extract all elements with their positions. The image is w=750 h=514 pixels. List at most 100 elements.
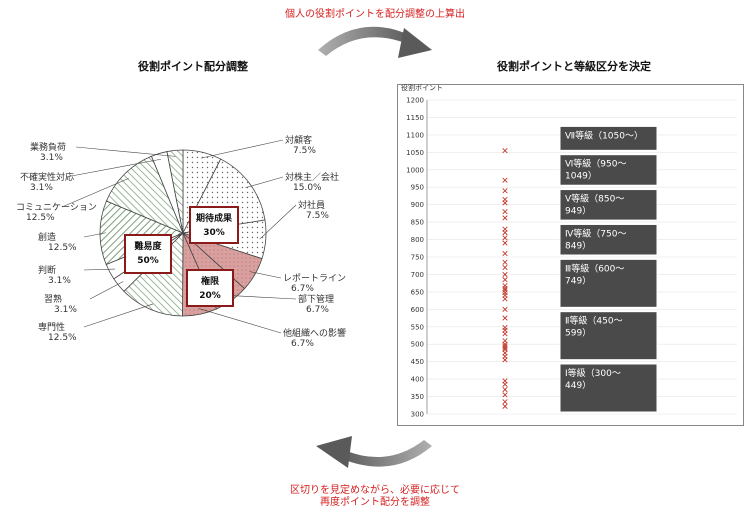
- scatter-point: [502, 200, 508, 206]
- pie-slice-label: 対株主／会社: [285, 171, 339, 183]
- bottom-caption: 区切りを見定めながら、必要に応じて 再度ポイント配分を調整: [0, 485, 750, 509]
- pie-slice-label: 専門性: [38, 321, 65, 333]
- pie-leader-line: [83, 232, 107, 238]
- y-tick-label: 450: [411, 358, 424, 366]
- pie-leader-line: [200, 139, 284, 159]
- pie-slice-label: 他組織への影響: [283, 327, 346, 339]
- y-tick-label: 500: [411, 341, 424, 349]
- scatter-point: [502, 271, 508, 278]
- y-tick-label: 800: [411, 236, 424, 244]
- y-tick-label: 550: [411, 323, 424, 331]
- grade-label-line1: Ⅳ等級（750〜: [565, 227, 626, 239]
- scatter-point: [502, 259, 508, 265]
- scatter-ylabel: 役割ポイント: [401, 84, 443, 92]
- grade-band: [559, 223, 658, 256]
- pie-slice-value: 15.0%: [293, 183, 322, 193]
- scatter-point: [502, 345, 508, 351]
- group-value: 30%: [203, 228, 225, 238]
- scatter-point: [502, 306, 508, 312]
- group-box-expected-results: [189, 206, 239, 244]
- y-tick-label: 1050: [406, 149, 424, 157]
- y-tick-label: 700: [411, 271, 424, 279]
- y-tick-label: 650: [411, 288, 424, 296]
- bottom-curved-arrow-icon: [316, 436, 432, 468]
- pie-slice-label: 対社員: [298, 199, 325, 211]
- scatter-point: [502, 229, 508, 236]
- scatter-point: [502, 357, 508, 363]
- scatter-point: [502, 285, 508, 292]
- pie-leader-line: [249, 271, 282, 279]
- pie-leader-line: [259, 204, 297, 240]
- grade-label-line1: Ⅵ等級（950〜: [565, 158, 626, 170]
- pie-slice-label: 判断: [38, 264, 56, 276]
- group-box-authority: [186, 269, 234, 307]
- scatter-title: 役割ポイントと等級区分を決定: [497, 60, 651, 73]
- grade-label-line2: 949）: [565, 206, 591, 217]
- pie-leader-line: [83, 268, 115, 271]
- grade-label-line2: 1049）: [565, 171, 597, 182]
- grade-label-line2: 599）: [565, 328, 591, 339]
- pie-slice-value: 6.7%: [306, 305, 329, 315]
- pie-slice-label: 対顧客: [285, 134, 312, 146]
- pie-slice-value: 12.5%: [48, 243, 77, 253]
- pie-leader-line: [65, 158, 161, 178]
- role-point-scatter-chart: 役割ポイント 300350400450500550600650700750800…: [401, 84, 737, 419]
- pie-slice-value: 12.5%: [26, 213, 55, 223]
- role-point-pie-chart: 対顧客7.5%対株主／会社15.0%対社員7.5%レポートライン6.7%部下管理…: [16, 134, 346, 349]
- scatter-point: [502, 240, 508, 246]
- scatter-chart-frame: [397, 84, 744, 426]
- pie-slice-value: 6.7%: [291, 284, 314, 294]
- group-name: 期待成果: [196, 212, 233, 224]
- pie-leader-line: [61, 178, 129, 208]
- scatter-point: [502, 331, 508, 337]
- pie-title: 役割ポイント配分調整: [138, 60, 248, 73]
- pie-leader-line: [245, 176, 284, 189]
- y-tick-label: 1150: [406, 114, 424, 122]
- y-tick-label: 300: [411, 411, 424, 419]
- pie-slice-value: 7.5%: [306, 211, 329, 221]
- group-name: 難易度: [134, 240, 162, 252]
- group-box-difficulty: [124, 234, 172, 274]
- scatter-point: [502, 215, 508, 221]
- scatter-point: [502, 296, 508, 302]
- pie-slice-label: 習熟: [44, 293, 62, 305]
- grade-label-line2: 449）: [565, 380, 591, 391]
- scatter-point: [502, 381, 508, 387]
- pie-slice-label: レポートライン: [283, 273, 346, 284]
- y-tick-label: 950: [411, 184, 424, 192]
- y-tick-label: 1000: [406, 166, 424, 174]
- scatter-point: [502, 147, 508, 154]
- pie-slice-value: 3.1%: [30, 183, 53, 193]
- grade-label-line2: 849）: [565, 240, 591, 251]
- grade-band: [559, 311, 658, 361]
- pie-leader-line: [198, 308, 282, 334]
- grade-label-line1: Ⅶ等級（1050〜）: [565, 129, 643, 141]
- pie-slice-value: 3.1%: [54, 305, 77, 315]
- pie-slice-communication: [105, 155, 184, 234]
- pie-slice-value: 7.5%: [293, 146, 316, 156]
- top-caption: 個人の役割ポイントを配分調整の上算出: [285, 9, 465, 20]
- grade-band: [559, 125, 658, 151]
- scatter-point: [502, 277, 508, 283]
- group-name: 権限: [201, 275, 220, 287]
- pie-slice-value: 6.7%: [291, 339, 314, 349]
- y-tick-label: 1200: [406, 97, 424, 105]
- grade-label-line1: Ⅰ等級（300〜: [565, 367, 621, 379]
- pie-slice-label: 創造: [38, 231, 56, 243]
- grade-label-line2: 749）: [565, 275, 591, 286]
- pie-leader-line: [83, 303, 154, 328]
- scatter-point: [502, 403, 508, 409]
- pie-leader-line: [228, 295, 297, 300]
- scatter-point: [502, 386, 508, 393]
- grade-band: [559, 258, 658, 308]
- grade-band: [559, 363, 658, 413]
- grade-label-line1: Ⅱ等級（450〜: [565, 315, 623, 327]
- group-value: 20%: [199, 291, 221, 301]
- y-tick-label: 400: [411, 376, 424, 384]
- scatter-point: [502, 264, 508, 271]
- pie-slice-label: 不確実性対応: [20, 171, 74, 183]
- pie-slice-value: 3.1%: [40, 153, 63, 163]
- grade-label-line1: Ⅲ等級（600〜: [565, 262, 624, 274]
- scatter-point: [502, 250, 508, 257]
